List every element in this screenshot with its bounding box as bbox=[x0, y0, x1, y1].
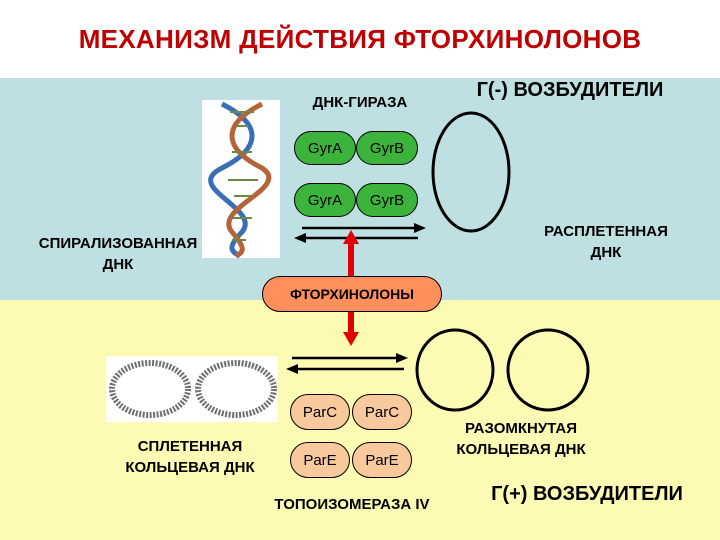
pare-subunit-2: ParE bbox=[352, 442, 412, 478]
catenated-dna-label-line2: КОЛЬЦЕВАЯ ДНК bbox=[125, 459, 255, 476]
open-circular-dna-label-line2: КОЛЬЦЕВАЯ ДНК bbox=[456, 441, 586, 458]
pare-subunit-1: ParE bbox=[290, 442, 350, 478]
relaxed-dna-ring bbox=[431, 111, 511, 233]
inhibition-arrows bbox=[343, 230, 359, 346]
gyrb-subunit-2: GyrB bbox=[356, 183, 418, 217]
open-circular-dna-ring-1 bbox=[415, 328, 495, 412]
supercoiled-dna-label-line1: СПИРАЛИЗОВАННАЯ bbox=[38, 235, 198, 252]
open-circular-dna-ring-2 bbox=[506, 328, 590, 412]
open-circular-dna-label-line1: РАЗОМКНУТАЯ bbox=[464, 420, 578, 437]
gyrase-reaction-arrows bbox=[294, 223, 426, 243]
parc-subunit-2: ParC bbox=[352, 394, 412, 430]
dna-double-helix-icon bbox=[202, 100, 280, 259]
gram-negative-label: Г(-) ВОЗБУДИТЕЛИ bbox=[476, 79, 664, 101]
supercoiled-dna-label-line2: ДНК bbox=[102, 256, 134, 273]
fluoroquinolones-pill: ФТОРХИНОЛОНЫ bbox=[262, 276, 442, 312]
parc-subunit-1: ParC bbox=[290, 394, 350, 430]
supercoiled-dna-label: СПИРАЛИЗОВАННАЯ ДНК bbox=[18, 233, 218, 275]
relaxed-dna-label-line1: РАСПЛЕТЕННАЯ bbox=[544, 223, 668, 240]
topoisomerase-reaction-arrows bbox=[286, 353, 408, 374]
gyra-subunit-1: GyrA bbox=[294, 131, 356, 165]
relaxed-dna-label: РАСПЛЕТЕННАЯ ДНК bbox=[516, 221, 696, 263]
page-title: МЕХАНИЗМ ДЕЙСТВИЯ ФТОРХИНОЛОНОВ bbox=[0, 0, 720, 78]
gyra-subunit-2: GyrA bbox=[294, 183, 356, 217]
catenated-dna-rings bbox=[106, 356, 278, 422]
topoisomerase-iv-label: ТОПОИЗОМЕРАЗА IV bbox=[274, 496, 430, 513]
relaxed-dna-label-line2: ДНК bbox=[590, 244, 622, 261]
gyrb-subunit-1: GyrB bbox=[356, 131, 418, 165]
gram-positive-label: Г(+) ВОЗБУДИТЕЛИ bbox=[491, 483, 683, 505]
catenated-dna-label: СПЛЕТЕННАЯ КОЛЬЦЕВАЯ ДНК bbox=[100, 436, 280, 478]
open-circular-dna-label: РАЗОМКНУТАЯ КОЛЬЦЕВАЯ ДНК bbox=[428, 418, 614, 460]
catenated-dna-label-line1: СПЛЕТЕННАЯ bbox=[137, 438, 243, 455]
dna-gyrase-label: ДНК-ГИРАЗА bbox=[312, 94, 408, 111]
